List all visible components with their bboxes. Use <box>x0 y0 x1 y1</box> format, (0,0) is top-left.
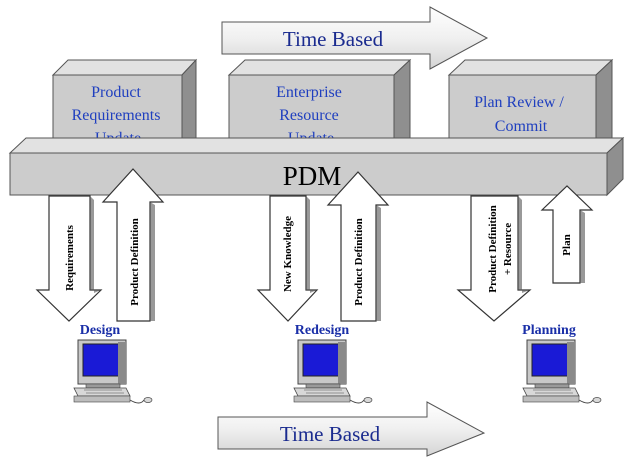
product-definition-label-2: Product Definition <box>353 218 365 306</box>
redesign-label: Redesign <box>295 323 350 338</box>
product-definition-arrow-1: Product Definition <box>101 168 165 322</box>
planning-label: Planning <box>522 323 576 338</box>
product-definition-arrow-2: Product Definition <box>326 171 390 322</box>
time-based-arrow-top: Time Based <box>221 6 489 70</box>
plan-label: Plan <box>561 234 573 255</box>
product-definition-label-1: Product Definition <box>129 218 141 306</box>
design-label: Design <box>80 323 121 338</box>
time-based-arrow-bottom: Time Based <box>217 401 486 457</box>
new-knowledge-arrow: New Knowledge <box>256 195 319 322</box>
plan-arrow: Plan <box>540 185 594 284</box>
pdm-bar: PDM <box>8 136 625 197</box>
requirements-label: Requirements <box>64 224 76 291</box>
box-top-face <box>447 59 614 76</box>
product-definition-resource-label-1: Product Definition <box>487 205 499 293</box>
product-definition-resource-label-2: + Resource <box>502 223 514 275</box>
planning-computer-icon <box>522 339 602 404</box>
pdm-bar-front-face <box>9 152 608 196</box>
redesign-computer-icon <box>293 339 373 404</box>
time-based-label-top: Time Based <box>283 27 384 51</box>
new-knowledge-label: New Knowledge <box>282 216 294 292</box>
requirements-arrow: Requirements <box>35 195 103 322</box>
plan-review-label: Plan Review / Commit <box>474 94 568 135</box>
product-definition-resource-arrow: Product Definition + Resource <box>456 195 532 322</box>
box-top-face <box>51 59 198 76</box>
time-based-label-bottom: Time Based <box>280 422 381 446</box>
design-computer-icon <box>73 339 153 404</box>
pdm-label: PDM <box>283 161 342 191</box>
box-top-face <box>227 59 412 76</box>
pdm-bar-top-face <box>8 137 625 154</box>
